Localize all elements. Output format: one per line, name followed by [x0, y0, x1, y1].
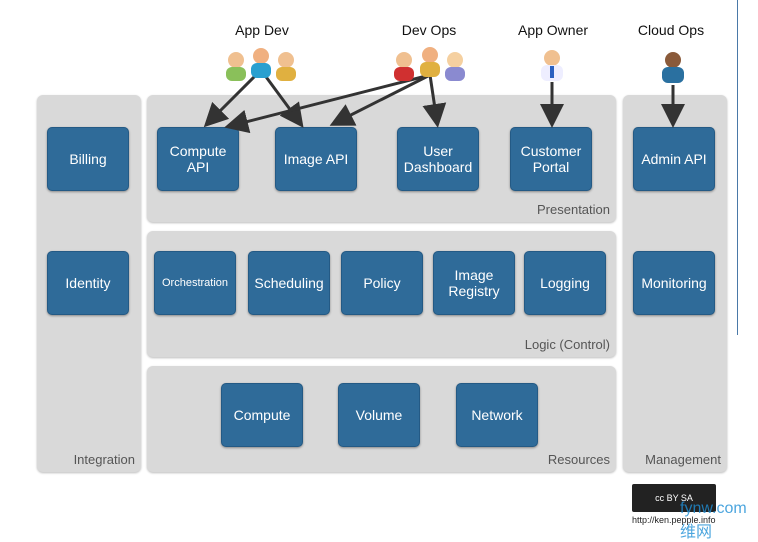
panel-label: Presentation: [537, 202, 610, 217]
scheduling-box: Scheduling: [248, 251, 330, 315]
image-registry-box: Image Registry: [433, 251, 515, 315]
compute-box: Compute: [221, 383, 303, 447]
orchestration-box: Orchestration: [154, 251, 236, 315]
role-app-dev: App Dev: [235, 22, 289, 38]
divider-line: [737, 0, 738, 335]
dev-ops-people-icon: [394, 47, 465, 81]
compute-api-box: Compute API: [157, 127, 239, 191]
watermark: fynw.com 维网: [680, 500, 747, 541]
license-url[interactable]: http://ken.pepple.info: [632, 515, 716, 525]
monitoring-box: Monitoring: [633, 251, 715, 315]
panel-label: Integration: [73, 452, 135, 467]
network-box: Network: [456, 383, 538, 447]
admin-api-box: Admin API: [633, 127, 715, 191]
role-dev-ops: Dev Ops: [401, 22, 457, 38]
billing-box: Billing: [47, 127, 129, 191]
arrow: [422, 74, 447, 128]
app-owner-person-icon: [541, 50, 563, 81]
arrow: [259, 69, 304, 128]
volume-box: Volume: [338, 383, 420, 447]
panel-label: Resources: [547, 452, 610, 467]
user-dashboard-box: User Dashboard: [397, 127, 479, 191]
app-dev-people-icon: [226, 48, 296, 81]
arrow: [203, 68, 263, 128]
panel-label: Management: [645, 452, 721, 467]
policy-box: Policy: [341, 251, 423, 315]
identity-box: Identity: [47, 251, 129, 315]
cc-badge-text: cc BY SA: [655, 493, 693, 503]
role-app-owner: App Owner: [517, 22, 589, 38]
arrow: [329, 73, 431, 126]
creative-commons-badge: cc BY SA: [632, 484, 716, 512]
arrow: [224, 73, 431, 134]
panel-label: Logic (Control): [524, 337, 610, 352]
role-cloud-ops: Cloud Ops: [637, 22, 705, 38]
cloud-ops-person-icon: [662, 52, 684, 83]
logging-box: Logging: [524, 251, 606, 315]
image-api-box: Image API: [275, 127, 357, 191]
